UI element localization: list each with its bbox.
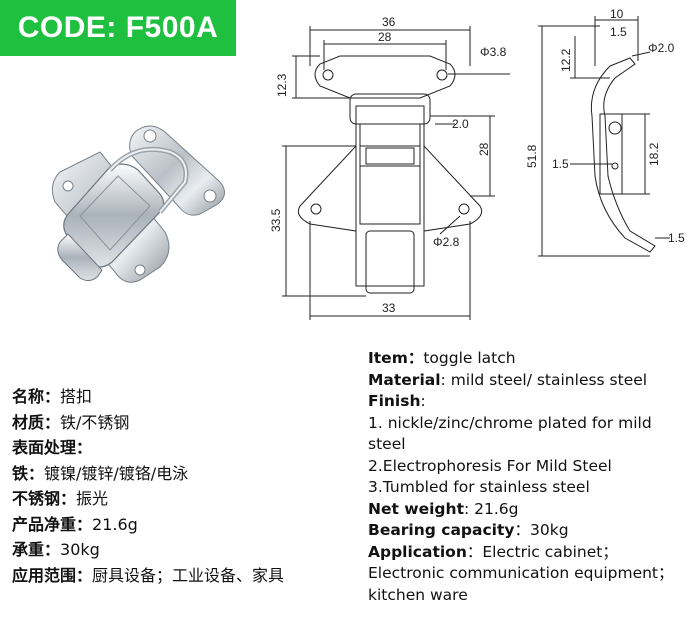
- en-finish-row: Finish:: [368, 392, 426, 410]
- dim-side-width-top: 10: [610, 7, 624, 21]
- technical-drawing: 36 28 Φ3.8 12.3 2.0 28 33.5 Φ2.8 33 10 1…: [270, 7, 685, 320]
- dim-front-hole-bottom: Φ2.8: [433, 235, 460, 249]
- dim-side-height-top: 12.2: [559, 48, 573, 72]
- product-code-badge: CODE: F500A: [0, 0, 236, 56]
- dim-side-offset-mid: 1.5: [552, 157, 569, 171]
- dim-front-width-bottom: 33: [382, 301, 396, 315]
- dim-side-total-height: 51.8: [525, 144, 539, 168]
- dim-front-width-inner: 28: [378, 30, 392, 44]
- en-material-row: Material: mild steel/ stainless steel: [368, 370, 648, 389]
- en-finish-1: 1. nickle/zinc/chrome plated for mild st…: [368, 413, 652, 454]
- spec-list-chinese: 名称：搭扣 材质：铁/不锈钢 表面处理： 铁：镀镍/镀锌/镀铬/电泳 不锈钢：振…: [12, 384, 362, 588]
- dim-side-offset-bottom: 1.5: [668, 231, 685, 245]
- en-capacity-row: Bearing capacity：30kg: [368, 521, 569, 539]
- en-finish-2: 2.Electrophoresis For Mild Steel: [368, 456, 612, 475]
- dim-front-width-top: 36: [382, 15, 396, 29]
- cn-iron-row: 铁：镀镍/镀锌/镀铬/电泳: [12, 463, 189, 483]
- en-weight-row: Net weight: 21.6g: [368, 499, 519, 518]
- en-finish-3: 3.Tumbled for stainless steel: [368, 478, 590, 496]
- cn-load-row: 承重：30kg: [12, 540, 100, 559]
- dim-front-height-mid: 28: [477, 142, 491, 156]
- en-item-row: Item：toggle latch: [368, 349, 516, 367]
- cn-name-row: 名称：搭扣: [12, 387, 93, 406]
- dim-front-hole-top: Φ3.8: [480, 45, 507, 59]
- dim-front-height-left: 33.5: [270, 208, 283, 232]
- dim-side-offset-top: 1.5: [610, 25, 627, 39]
- cn-usage-row: 应用范围：厨具设备；工业设备、家具: [12, 565, 285, 585]
- spec-list-english: Item：toggle latch Material: mild steel/ …: [368, 348, 693, 606]
- dim-front-height-top: 12.3: [275, 73, 289, 97]
- product-photo: [51, 125, 225, 283]
- dim-front-gap: 2.0: [452, 117, 469, 131]
- dim-side-pin: Φ2.0: [648, 41, 675, 55]
- cn-weight-row: 产品净重：21.6g: [12, 514, 138, 534]
- en-application-row: Application：Electric cabinet；Electronic …: [368, 542, 674, 604]
- dim-side-height-mid: 18.2: [647, 142, 661, 166]
- cn-material-row: 材质：铁/不锈钢: [12, 412, 130, 432]
- cn-surface-row: 表面处理：: [12, 438, 93, 457]
- cn-steel-row: 不锈钢：振光: [12, 489, 109, 508]
